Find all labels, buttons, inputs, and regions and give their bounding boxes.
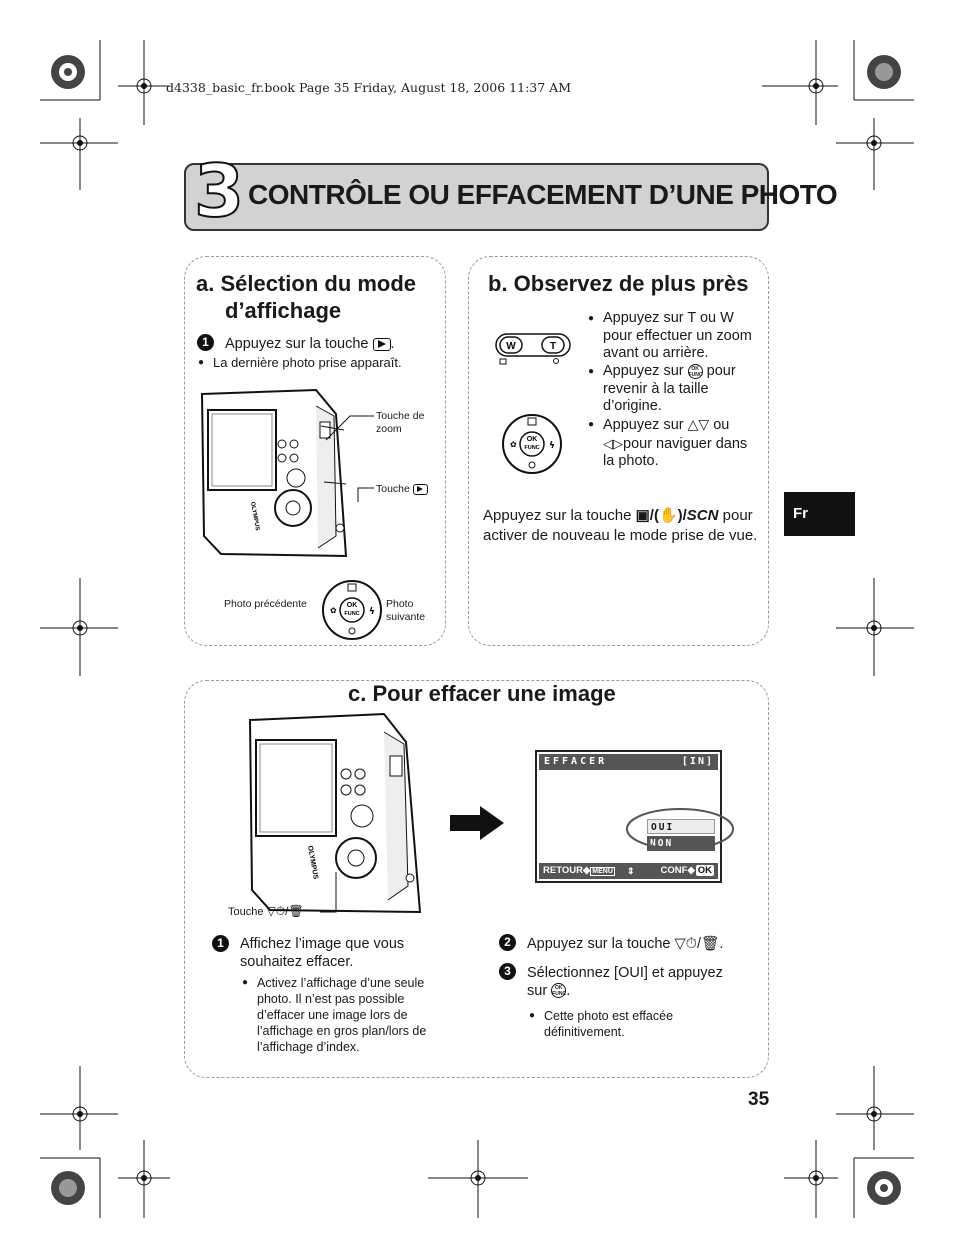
label-play-key: Touche bbox=[376, 483, 428, 496]
step-a1-badge: 1 bbox=[197, 334, 214, 351]
step-c1-bullet: Activez l’affichage d’une seule photo. I… bbox=[242, 975, 449, 1055]
callout-line-c bbox=[320, 872, 337, 913]
chapter-bar: 3 CONTRÔLE OU EFFACEMENT D’UNE PHOTO bbox=[184, 154, 838, 231]
print-header: d4338_basic_fr.book Page 35 Friday, Augu… bbox=[166, 80, 571, 95]
step-c1-text: Affichez l’image que vous souhaitez effa… bbox=[240, 936, 405, 970]
arrow-pad-b: OK FUNC ✿ ϟ bbox=[502, 414, 562, 474]
arrow-pad-a: OK FUNC ✿ ϟ bbox=[322, 580, 382, 640]
lcd-memory: [IN] bbox=[681, 756, 714, 767]
chapter-number: 3 bbox=[193, 149, 245, 233]
section-b-paragraph: Appuyez sur la touche ▣/(✋)/SCN pour act… bbox=[483, 506, 758, 546]
callout-lines-a bbox=[325, 415, 374, 502]
page-number: 35 bbox=[748, 1089, 770, 1110]
svg-text:✿: ✿ bbox=[330, 606, 337, 615]
section-b-para-pre: Appuyez sur la touche bbox=[483, 507, 632, 524]
section-c-panel bbox=[184, 680, 769, 1078]
left-right-arrows-icon: ◁▷ bbox=[603, 435, 623, 451]
zoom-w-label: W bbox=[506, 341, 516, 352]
svg-text:✿: ✿ bbox=[510, 440, 517, 449]
func-label-a: FUNC bbox=[344, 611, 359, 617]
section-b-bullet-3-mid: ou bbox=[713, 417, 730, 433]
lcd-menu-label: MENU bbox=[590, 867, 615, 876]
step-c3-line2-text: sur bbox=[527, 982, 548, 999]
ok-label-b: OK bbox=[527, 436, 538, 443]
label-delete-key-text: Touche bbox=[228, 906, 264, 918]
camera-mode-icons: ▣/(✋)/SCN bbox=[635, 507, 719, 524]
func-label-b: FUNC bbox=[524, 445, 539, 451]
lcd-back-label: RETOUR bbox=[543, 865, 583, 876]
chapter-title: CONTRÔLE OU EFFACEMENT D’UNE PHOTO bbox=[248, 179, 838, 210]
section-a-title-line1: a. Sélection du mode bbox=[196, 271, 417, 296]
down-timer-trash-icon: ▽⏱/🗑 bbox=[674, 936, 720, 952]
lcd-confirm-label: CONF bbox=[660, 865, 688, 876]
step-c3-bullet: Cette photo est effacée définitivement. bbox=[529, 1008, 714, 1040]
lcd-option-no-label: NON bbox=[650, 838, 674, 849]
highlight-ellipse bbox=[626, 808, 734, 850]
camera-back-illustration-a: OLYMPUS bbox=[200, 388, 348, 558]
section-b-bullet-3: Appuyez sur △▽ ou ◁▷pour naviguer dans l… bbox=[588, 416, 755, 471]
section-b-bullet-2-post: pour revenir à la taille d’origine. bbox=[603, 363, 736, 414]
right-arrow-icon bbox=[450, 806, 504, 840]
section-a-title-line2: d’affichage bbox=[225, 298, 342, 323]
zoom-buttons-icon: W T bbox=[495, 333, 571, 365]
step-c1-badge: 1 bbox=[212, 935, 229, 952]
step-c2-label: Appuyez sur la touche bbox=[527, 936, 671, 952]
lcd-title-bar: EFFACER [IN] bbox=[539, 754, 718, 770]
camera-brand-a: OLYMPUS bbox=[249, 501, 260, 531]
lcd-bottom-bar: RETOUR◆MENU ⇕ CONF◆OK bbox=[539, 863, 718, 879]
play-button-icon bbox=[372, 337, 391, 351]
section-a-panel bbox=[184, 256, 446, 646]
step-c2-text: Appuyez sur la touche ▽⏱/🗑. bbox=[527, 936, 724, 952]
svg-text:ϟ: ϟ bbox=[369, 607, 375, 617]
down-timer-trash-icon: ▽⏱/🗑 bbox=[266, 904, 304, 918]
lcd-screen: EFFACER [IN] OUI NON RETOUR◆MENU ⇕ CONF◆… bbox=[535, 750, 722, 883]
label-previous-photo: Photo précédente bbox=[224, 598, 307, 610]
lcd-confirm-group: CONF◆OK bbox=[660, 865, 714, 876]
label-play-key-text: Touche bbox=[376, 483, 410, 495]
label-next-photo: Photo suivante bbox=[386, 598, 426, 623]
section-c-title: c. Pour effacer une image bbox=[348, 681, 616, 706]
section-b-panel bbox=[468, 256, 769, 646]
step-c3-badge: 3 bbox=[499, 963, 516, 980]
section-a-title: a. Sélection du mode d’affichage bbox=[196, 270, 416, 324]
lcd-ok-label: OK bbox=[695, 865, 714, 876]
lcd-select-icon: ⇕ bbox=[627, 866, 635, 876]
ok-label-a: OK bbox=[347, 602, 358, 609]
step-a1-label: Appuyez sur la touche bbox=[225, 336, 369, 352]
label-delete-key: Touche ▽⏱/🗑 bbox=[228, 905, 304, 919]
section-b-title: b. Observez de plus près bbox=[488, 271, 749, 296]
play-button-icon bbox=[412, 483, 428, 495]
section-b-bullet-2-pre: Appuyez sur bbox=[603, 363, 684, 379]
lcd-option-yes-label: OUI bbox=[651, 822, 675, 833]
language-tab: Fr bbox=[784, 492, 855, 536]
svg-text:ϟ: ϟ bbox=[549, 441, 555, 451]
step-c2-badge: 2 bbox=[499, 934, 516, 951]
section-b-bullet-3-post: pour naviguer dans la photo. bbox=[603, 435, 748, 470]
camera-back-illustration-c: OLYMPUS bbox=[248, 712, 422, 914]
section-b-para-post: pour activer de nouveau le mode prise de… bbox=[483, 507, 758, 544]
label-zoom-key: Touche de zoom bbox=[376, 410, 425, 435]
step-c3-line1: Sélectionnez [OUI] et appuyez bbox=[527, 965, 723, 981]
section-b-bullet-1: Appuyez sur T ou W pour effectuer un zoo… bbox=[588, 310, 758, 363]
step-a1-bullet: La dernière photo prise apparaît. bbox=[198, 355, 402, 371]
up-down-arrows-icon: △▽ bbox=[687, 416, 710, 432]
lcd-title: EFFACER bbox=[544, 756, 608, 767]
step-a1-text: Appuyez sur la touche . bbox=[225, 336, 395, 352]
lcd-option-yes[interactable]: OUI bbox=[647, 819, 715, 834]
zoom-t-label: T bbox=[550, 341, 556, 352]
section-b-bullet-3-pre: Appuyez sur bbox=[603, 417, 684, 433]
